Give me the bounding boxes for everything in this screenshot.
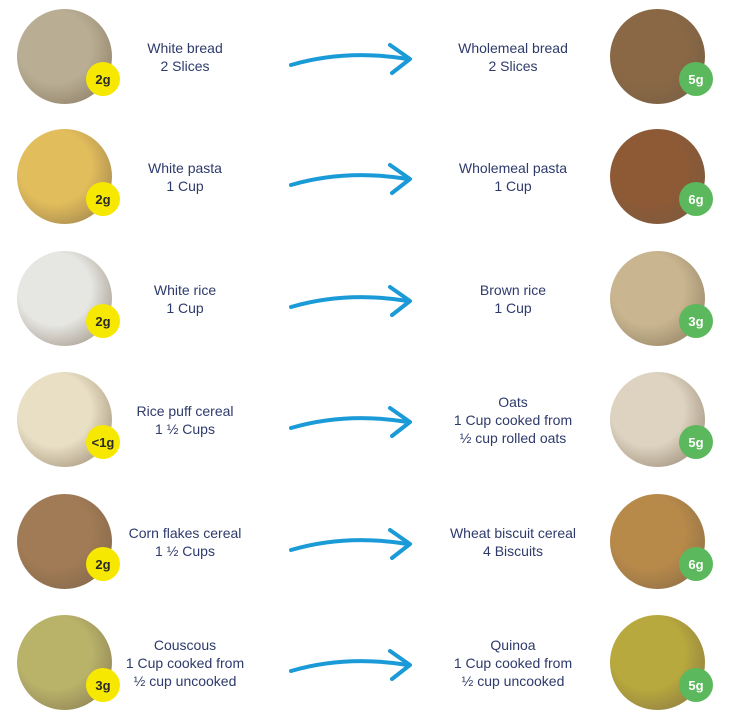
food-amount: 1 Cup — [494, 300, 532, 316]
from-food-label: White pasta 1 Cup — [100, 159, 270, 195]
swap-row: 2g White bread 2 Slices Wholemeal bread … — [0, 2, 750, 112]
swap-row: 2g Corn flakes cereal 1 ½ Cups Wheat bis… — [0, 487, 750, 597]
to-food-label: Quinoa 1 Cup cooked from ½ cup uncooked — [428, 636, 598, 690]
food-name: Couscous — [153, 637, 217, 653]
food-amount-detail: ½ cup uncooked — [461, 673, 565, 689]
food-amount: 1 Cup cooked from — [453, 412, 573, 428]
from-fibre-badge: 2g — [86, 62, 120, 96]
from-food-label: Rice puff cereal 1 ½ Cups — [100, 402, 270, 438]
food-name: White pasta — [148, 160, 222, 176]
to-food-label: Wheat biscuit cereal 4 Biscuits — [428, 524, 598, 560]
to-food-label: Oats 1 Cup cooked from ½ cup rolled oats — [428, 393, 598, 447]
swap-row: <1g Rice puff cereal 1 ½ Cups Oats 1 Cup… — [0, 365, 750, 475]
food-amount-detail: ½ cup rolled oats — [459, 430, 567, 446]
food-name: White rice — [153, 282, 217, 298]
food-amount: 1 Cup — [166, 300, 204, 316]
food-amount: 1 Cup cooked from — [453, 655, 573, 671]
food-amount: 1 ½ Cups — [155, 543, 215, 559]
from-fibre-badge: <1g — [86, 425, 120, 459]
to-fibre-badge: 6g — [679, 182, 713, 216]
to-food-label: Wholemeal pasta 1 Cup — [428, 159, 598, 195]
arrow-icon — [289, 406, 412, 438]
food-amount: 2 Slices — [160, 58, 210, 74]
from-fibre-badge: 2g — [86, 304, 120, 338]
arrow-icon — [289, 163, 412, 195]
food-amount: 4 Biscuits — [483, 543, 543, 559]
to-fibre-badge: 6g — [679, 547, 713, 581]
from-food-label: Corn flakes cereal 1 ½ Cups — [100, 524, 270, 560]
to-fibre-badge: 5g — [679, 668, 713, 702]
food-amount: 1 Cup cooked from — [125, 655, 245, 671]
to-fibre-badge: 5g — [679, 62, 713, 96]
from-food-label: White rice 1 Cup — [100, 281, 270, 317]
food-name: Wholemeal pasta — [458, 160, 568, 176]
food-name: Wholemeal bread — [458, 40, 568, 56]
to-fibre-badge: 3g — [679, 304, 713, 338]
food-amount-detail: ½ cup uncooked — [133, 673, 237, 689]
food-name: White bread — [147, 40, 223, 56]
arrow-icon — [289, 285, 412, 317]
food-name: Brown rice — [479, 282, 547, 298]
swap-row: 2g White rice 1 Cup Brown rice 1 Cup 3g — [0, 244, 750, 354]
food-name: Wheat biscuit cereal — [449, 525, 577, 541]
food-amount: 2 Slices — [488, 58, 538, 74]
to-food-label: Wholemeal bread 2 Slices — [428, 39, 598, 75]
from-fibre-badge: 2g — [86, 547, 120, 581]
from-food-label: White bread 2 Slices — [100, 39, 270, 75]
to-fibre-badge: 5g — [679, 425, 713, 459]
from-fibre-badge: 2g — [86, 182, 120, 216]
food-name: Quinoa — [490, 637, 536, 653]
food-name: Corn flakes cereal — [128, 525, 242, 541]
arrow-icon — [289, 649, 412, 681]
arrow-icon — [289, 43, 412, 75]
food-name: Rice puff cereal — [136, 403, 234, 419]
arrow-icon — [289, 528, 412, 560]
food-name: Oats — [498, 394, 528, 410]
swap-row: 2g White pasta 1 Cup Wholemeal pasta 1 C… — [0, 122, 750, 232]
from-food-label: Couscous 1 Cup cooked from ½ cup uncooke… — [100, 636, 270, 690]
from-fibre-badge: 3g — [86, 668, 120, 702]
food-amount: 1 Cup — [494, 178, 532, 194]
to-food-label: Brown rice 1 Cup — [428, 281, 598, 317]
swap-row: 3g Couscous 1 Cup cooked from ½ cup unco… — [0, 608, 750, 718]
food-amount: 1 ½ Cups — [155, 421, 215, 437]
food-amount: 1 Cup — [166, 178, 204, 194]
